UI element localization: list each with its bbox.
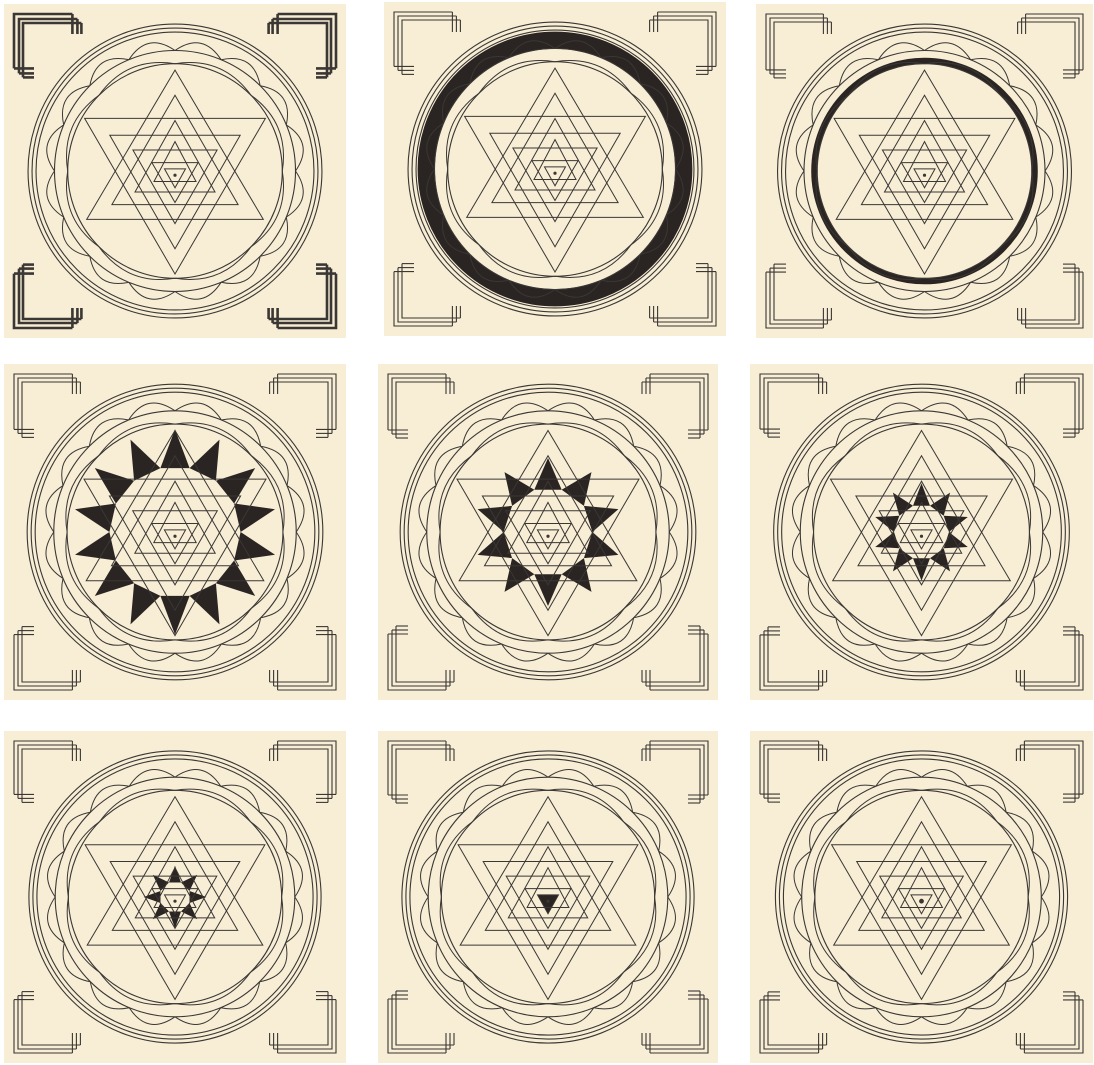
yantra-panel-3 [756, 4, 1093, 338]
panel-background [750, 364, 1093, 700]
bindu-dot [546, 535, 549, 538]
panel-background [756, 4, 1093, 338]
bindu-dot [173, 174, 176, 177]
bindu-dot [919, 899, 924, 904]
panel-background [384, 2, 726, 336]
bindu-dot [553, 172, 556, 175]
bindu-dot [923, 174, 926, 177]
yantra-panel-7 [4, 731, 346, 1063]
yantra-drawing [750, 731, 1093, 1063]
bindu-dot [173, 900, 176, 903]
yantra-panel-2 [384, 2, 726, 336]
yantra-drawing [756, 4, 1093, 338]
yantra-panel-4 [4, 364, 346, 700]
bindu-dot [546, 900, 549, 903]
yantra-drawing [4, 364, 346, 700]
yantra-panel-6 [750, 364, 1093, 700]
yantra-drawing [378, 364, 718, 700]
yantra-panel-8 [378, 731, 718, 1063]
yantra-drawing [750, 364, 1093, 700]
yantra-panel-5 [378, 364, 718, 700]
yantra-drawing [4, 731, 346, 1063]
bindu-dot [920, 535, 923, 538]
yantra-drawing [378, 731, 718, 1063]
yantra-panel-9 [750, 731, 1093, 1063]
bindu-dot [173, 535, 176, 538]
yantra-drawing [4, 4, 346, 338]
yantra-drawing [384, 2, 726, 336]
panel-background [4, 4, 346, 338]
yantra-panel-1 [4, 4, 346, 338]
panel-background [378, 364, 718, 700]
panel-background [4, 364, 346, 700]
